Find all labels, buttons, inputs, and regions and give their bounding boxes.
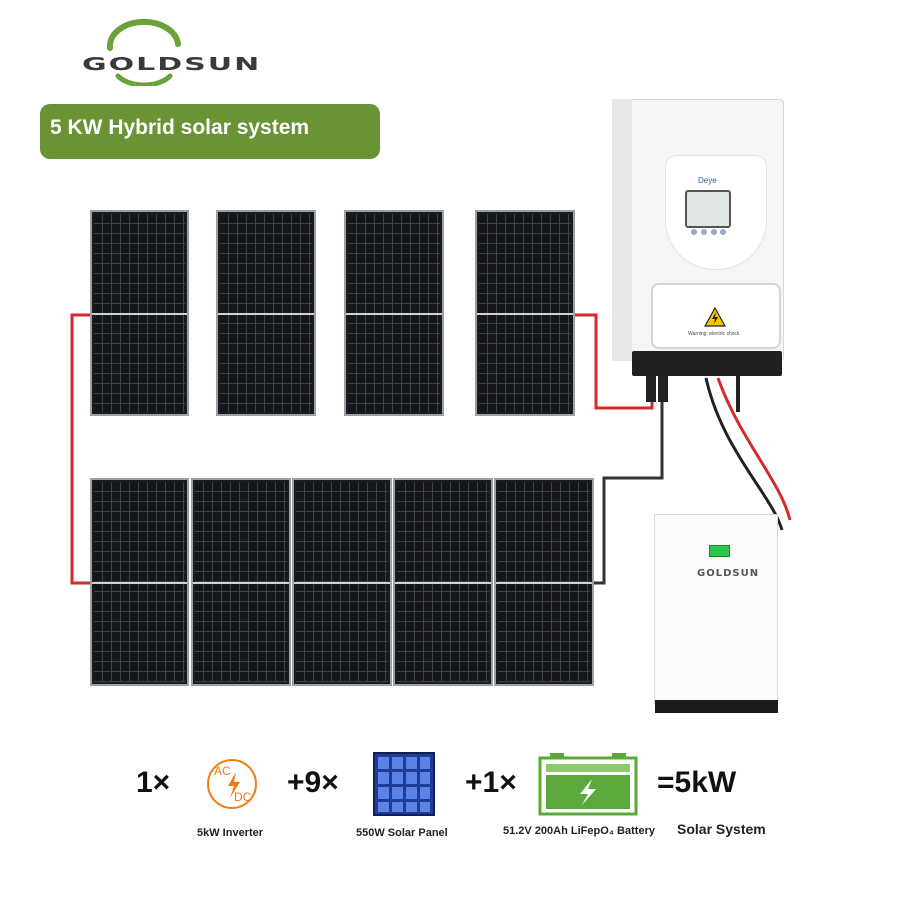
warning-triangle-icon <box>704 307 726 327</box>
solar-panel <box>494 478 594 686</box>
battery-count: +1× <box>465 766 517 799</box>
solar-panel <box>216 210 316 416</box>
system-caption: Solar System <box>677 821 766 837</box>
lifepo4-battery <box>654 514 778 704</box>
solar-panel <box>191 478 291 686</box>
solar-panel <box>393 478 493 686</box>
goldsun-logo: GOLDSUN <box>82 14 282 86</box>
inverter-buttons-icon <box>691 229 726 235</box>
inverter-display <box>685 190 731 228</box>
logo-text: GOLDSUN <box>82 54 262 75</box>
battery-status-led <box>709 545 730 557</box>
panel-count: +9× <box>287 766 339 799</box>
inverter-caption: 5kW Inverter <box>197 827 264 839</box>
solar-panel <box>90 478 189 686</box>
panel-caption: 550W Solar Panel <box>356 827 448 839</box>
title-banner: 5 KW Hybrid solar system <box>40 104 380 159</box>
solar-panel <box>292 478 392 686</box>
solar-panel <box>90 210 189 416</box>
solar-panel <box>475 210 575 416</box>
ac-dc-inverter-icon: AC DC <box>206 754 258 814</box>
inverter-warning-text: Warning: electric shock <box>688 331 740 337</box>
inverter-count: 1× <box>136 766 171 799</box>
battery-logo: GOLDSUN <box>697 568 760 579</box>
ac-label: AC <box>214 764 231 778</box>
inverter-side <box>612 99 632 361</box>
inverter-brand: Deye <box>698 176 717 185</box>
battery-base <box>655 700 778 713</box>
battery-caption: 51.2V 200Ah LiFepO₄ Battery <box>503 825 655 837</box>
battery-icon <box>538 753 638 816</box>
solar-panel <box>344 210 444 416</box>
logo-swoosh-icon <box>106 18 181 86</box>
dc-label: DC <box>234 790 252 804</box>
system-total: =5kW <box>657 766 737 799</box>
solar-panel-icon <box>373 752 435 816</box>
inverter-connectors <box>632 351 782 376</box>
